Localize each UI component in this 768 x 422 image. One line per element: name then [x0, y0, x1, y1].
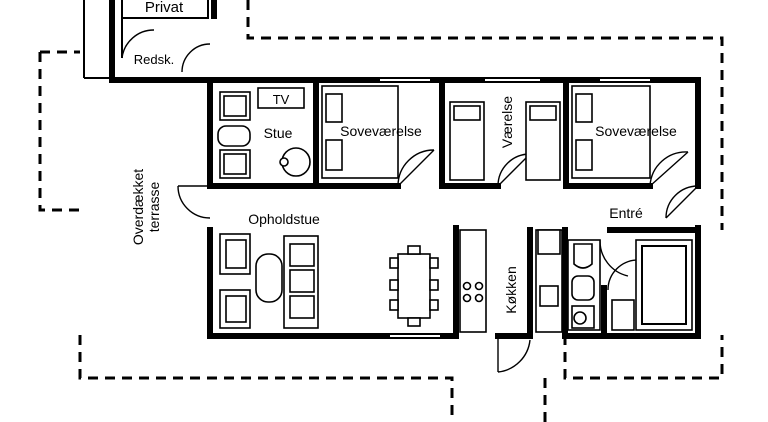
room-label-stue: Stue: [264, 125, 293, 141]
room-label-koekken: Køkken: [503, 266, 519, 313]
privat-block: [83, 0, 217, 81]
room-label-tv: TV: [273, 92, 290, 107]
terrace-outlines: [38, 0, 724, 422]
room-label-sovevaerelse-1: Soveværelse: [340, 123, 422, 139]
room-labels: Privat Redsk. TV Stue Soveværelse Værels…: [130, 0, 677, 314]
room-label-redskabsrum: Redsk.: [134, 52, 174, 67]
room-label-opholdstue: Opholdstue: [248, 211, 320, 227]
opholdstue-furniture: [219, 233, 439, 329]
bathroom: [567, 239, 693, 331]
bed-1: [321, 85, 399, 179]
interior-walls: [207, 77, 701, 339]
room-label-overdaekket: Overdækket: [130, 169, 146, 245]
room-label-entre: Entré: [609, 205, 643, 221]
beds-vaerelse: [449, 101, 561, 181]
room-label-vaerelse: Værelse: [499, 96, 515, 148]
stue-furniture: [217, 87, 311, 179]
room-label-privat: Privat: [145, 0, 184, 16]
room-label-terrasse: terrasse: [146, 182, 162, 233]
bed-2: [571, 85, 651, 179]
kitchen-counters: [459, 229, 563, 333]
main-walls: [109, 77, 701, 339]
room-label-sovevaerelse-2: Soveværelse: [595, 123, 677, 139]
